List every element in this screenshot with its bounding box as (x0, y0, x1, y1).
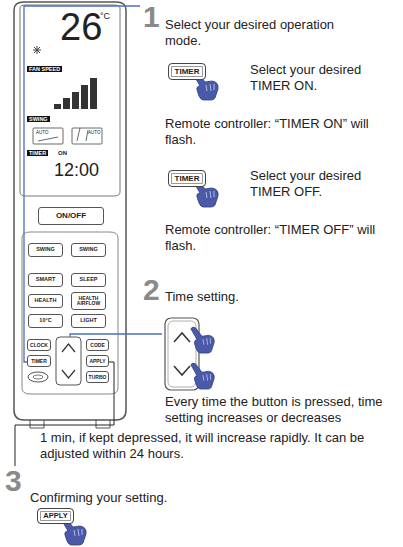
unit-mark: °C (100, 12, 110, 22)
instruction-text: Select your desired operation mode. (165, 17, 365, 50)
temperature-reading: 26 (60, 8, 102, 46)
swing-mode-label: AUTO (88, 131, 100, 136)
ten-degree-button: 10°C (28, 314, 63, 328)
lcd-band-label: TIMER (27, 150, 48, 156)
button-label: 10°C (39, 318, 51, 324)
button-label: HEALTH AIRFLOW (73, 296, 104, 306)
button-label: TURBO (89, 375, 107, 380)
swing-button: SWING (28, 243, 63, 257)
smart-button: SMART (28, 273, 63, 287)
clock-reading: 12:00 (54, 159, 99, 182)
timer-button-callout: TIMER (168, 63, 206, 80)
clock-button: CLOCK (27, 339, 51, 351)
lcd-band-label: SWING (27, 116, 50, 122)
lcd-band-label: FAN SPEED (27, 66, 62, 72)
instruction-text: Select your desired TIMER ON. (250, 62, 400, 95)
apply-button: APPLY (86, 355, 109, 367)
button-label: SWING (36, 247, 55, 253)
swing-mode-label: AUTO (36, 131, 48, 136)
swing-button: SWING (71, 243, 106, 257)
turbo-button: TURBO (86, 371, 109, 383)
instruction-text: Time setting. (165, 289, 239, 305)
step-number: 3 (5, 466, 22, 496)
step-number: 2 (143, 275, 160, 305)
button-label: SLEEP (79, 277, 97, 283)
timer-button-callout: TIMER (168, 170, 206, 187)
timer-state-label: ON (58, 150, 67, 157)
button-label: APPLY (89, 359, 105, 364)
button-label: LIGHT (80, 318, 97, 324)
instruction-text: Remote controller: “TIMER ON” will flash… (165, 116, 397, 149)
instruction-text: Remote controller: “TIMER OFF” will flas… (165, 222, 397, 255)
button-label: TIMER (175, 175, 200, 183)
health-airflow-button: HEALTH AIRFLOW (71, 292, 106, 310)
light-button: LIGHT (71, 314, 106, 328)
instruction-text: Every time the button is pressed, time s… (165, 394, 399, 427)
timer-button: TIMER (27, 355, 51, 367)
instruction-text: 1 min, if kept depressed, it will increa… (40, 430, 400, 463)
step-number: 1 (143, 2, 160, 32)
instruction-text: Confirming your setting. (30, 490, 167, 506)
button-label: SWING (79, 247, 98, 253)
button-label: SMART (36, 277, 56, 283)
code-button: CODE (86, 339, 109, 351)
apply-button-callout: APPLY (37, 508, 74, 524)
button-label: HEALTH (35, 298, 57, 304)
instruction-text: Select your desired TIMER OFF. (250, 168, 400, 201)
onoff-button: ON/OFF (38, 207, 104, 225)
sleep-button: SLEEP (71, 273, 106, 287)
button-label: ON/OFF (56, 212, 86, 220)
button-label: CODE (90, 343, 104, 348)
button-label: TIMER (31, 359, 47, 364)
button-label: APPLY (43, 512, 67, 520)
button-label: CLOCK (30, 343, 48, 348)
button-label: TIMER (175, 68, 200, 76)
health-button: HEALTH (28, 294, 63, 308)
